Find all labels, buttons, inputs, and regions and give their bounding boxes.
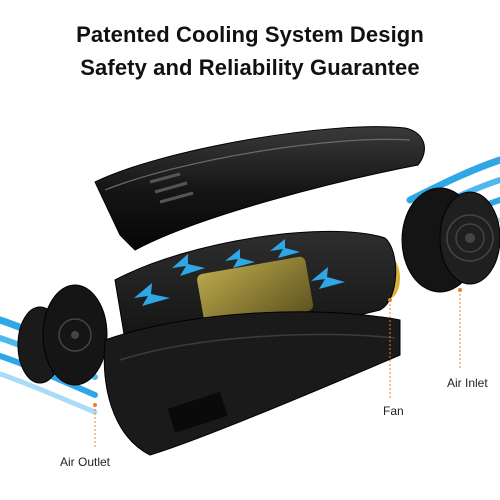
- callout-leaders: [94, 290, 461, 448]
- internal-airflow-arrows: [134, 239, 345, 306]
- air-outlet-label: Air Outlet: [60, 455, 111, 469]
- air-inlet-label: Air Inlet: [447, 376, 488, 390]
- bottom-casing: [103, 311, 401, 456]
- headline-line-2: Safety and Reliability Guarantee: [80, 55, 420, 80]
- air-outlet-cover: [17, 284, 108, 386]
- top-shell: [94, 126, 425, 251]
- fan-label: Fan: [383, 404, 404, 418]
- callout-dots: [93, 288, 462, 407]
- air-inlet-cover: [401, 187, 500, 293]
- headline-line-1: Patented Cooling System Design: [76, 22, 424, 47]
